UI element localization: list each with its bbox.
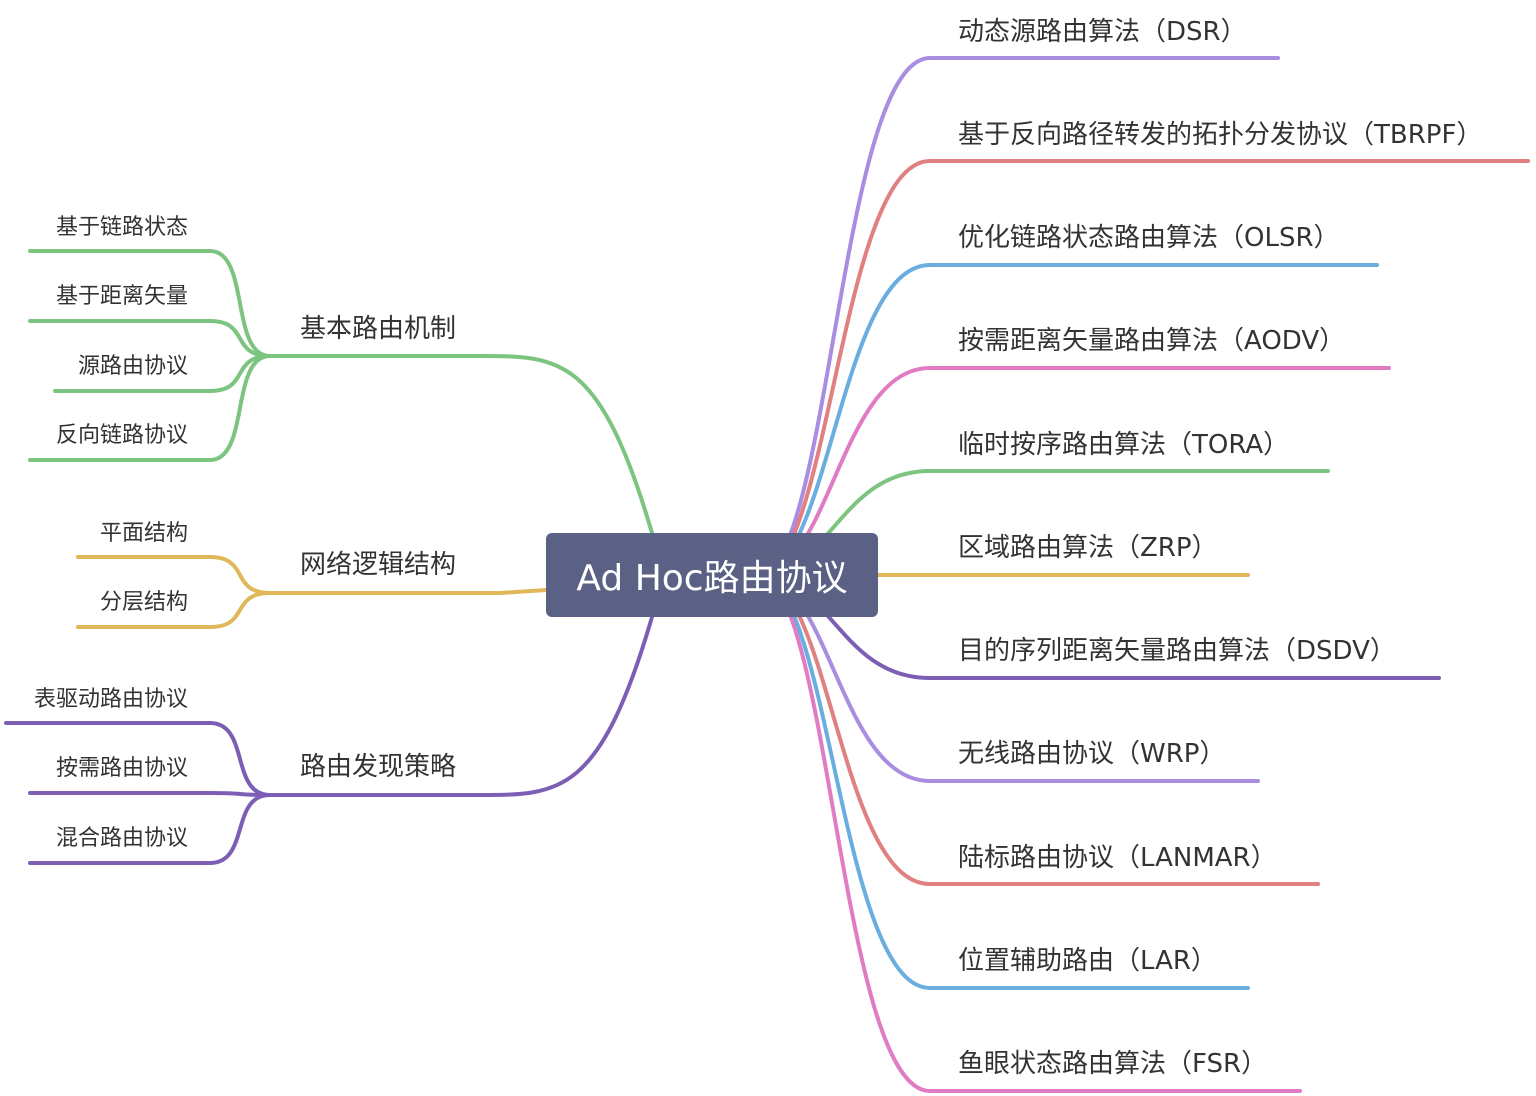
branch-label-logical-structure[interactable]: 网络逻辑结构 <box>300 550 457 580</box>
protocol-lar[interactable]: 位置辅助路由（LAR） <box>958 946 1217 976</box>
leaf-flat-structure[interactable]: 平面结构 <box>99 521 188 546</box>
protocol-zrp[interactable]: 区域路由算法（ZRP） <box>958 533 1218 563</box>
branch-label-discovery-strategy[interactable]: 路由发现策略 <box>300 752 457 782</box>
protocol-aodv[interactable]: 按需距离矢量路由算法（AODV） <box>958 326 1346 356</box>
protocol-tbrpf[interactable]: 基于反向路径转发的拓扑分发协议（TBRPF） <box>958 120 1483 150</box>
connector-leaf-0-1 <box>28 319 272 358</box>
connector-left-2 <box>268 615 654 797</box>
connector-left-1 <box>268 588 548 595</box>
connector-leaf-1-0 <box>76 555 272 595</box>
connector-leaf-2-2 <box>28 793 272 865</box>
protocol-wrp[interactable]: 无线路由协议（WRP） <box>958 739 1226 769</box>
leaf-distance-vector[interactable]: 基于距离矢量 <box>55 284 188 309</box>
protocol-fsr[interactable]: 鱼眼状态路由算法（FSR） <box>958 1049 1268 1079</box>
connector-right-8 <box>756 573 1320 886</box>
leaf-table-driven[interactable]: 表驱动路由协议 <box>33 687 188 712</box>
branch-label-basic-mechanism[interactable]: 基本路由机制 <box>300 314 457 344</box>
connector-left-0 <box>268 354 654 535</box>
protocol-lanmar[interactable]: 陆标路由协议（LANMAR） <box>958 843 1277 873</box>
leaf-source-routing[interactable]: 源路由协议 <box>77 354 188 379</box>
protocol-olsr[interactable]: 优化链路状态路由算法（OLSR） <box>958 223 1340 253</box>
leaf-hybrid[interactable]: 混合路由协议 <box>55 826 188 851</box>
connector-leaf-2-1 <box>28 791 272 797</box>
root-node[interactable]: Ad Hoc路由协议 <box>546 533 878 617</box>
connector-leaf-0-0 <box>28 249 272 358</box>
protocol-dsr[interactable]: 动态源路由算法（DSR） <box>958 17 1247 47</box>
connector-leaf-0-2 <box>53 354 272 393</box>
connector-leaf-1-1 <box>76 591 272 629</box>
protocol-dsdv[interactable]: 目的序列距离矢量路由算法（DSDV） <box>958 636 1396 666</box>
leaf-hierarchical-structure[interactable]: 分层结构 <box>99 590 188 615</box>
leaf-reverse-link[interactable]: 反向链路协议 <box>55 423 188 448</box>
connector-leaf-0-3 <box>28 354 272 462</box>
connector-leaf-2-0 <box>4 721 272 797</box>
leaf-link-state[interactable]: 基于链路状态 <box>55 215 188 240</box>
leaf-on-demand[interactable]: 按需路由协议 <box>55 756 188 781</box>
protocol-tora[interactable]: 临时按序路由算法（TORA） <box>958 430 1290 460</box>
